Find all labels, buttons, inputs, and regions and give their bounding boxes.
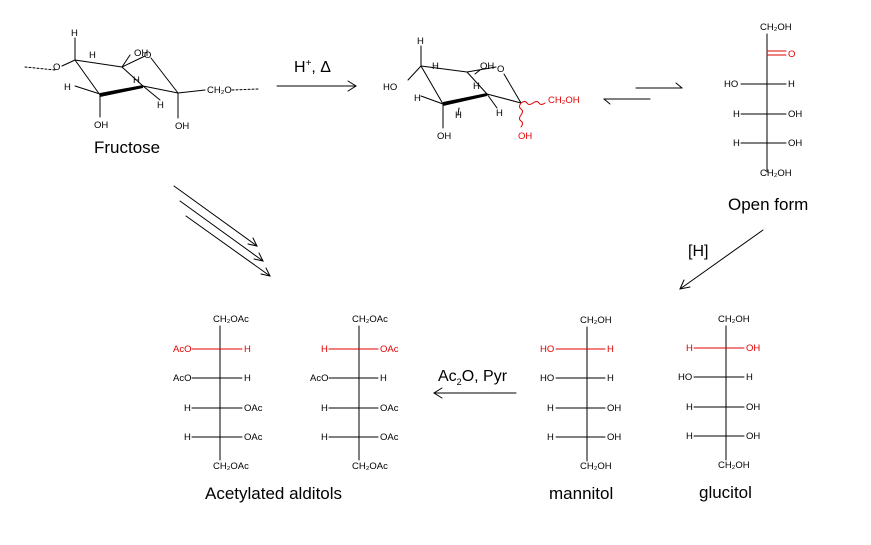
atom-h: H [133,75,140,86]
atom-ch2oac: CH₂OAc [352,461,388,472]
acetylated-alditols-label: Acetylated alditols [205,484,342,503]
reagent-acid-heat: H+, Δ [294,58,331,76]
atom-ch2oh-red: CH₂OH [548,95,580,106]
open-form-label: Open form [728,195,808,214]
atom-h-red: H [607,344,614,355]
atom-h: H [244,373,251,384]
atom-h: H [746,372,753,383]
atom-ch2oac: CH₂OAc [213,314,249,325]
fructose-structure: O H O H H OH OH H H OH CH₂O Fructose [24,28,259,157]
reaction-arrow-reduction: [H] [679,229,764,290]
atom-oh: OH [746,431,760,442]
reagent-acetylation: Ac2O, Pyr [438,368,508,387]
fructofuranose-structure: H HO O H OH H OH H H H CH₂OH OH [383,36,580,142]
reagent-reduction: [H] [688,243,708,260]
atom-oh: OH [437,131,451,142]
atom-h: H [788,79,795,90]
atom-h: H [417,36,424,47]
atom-h: H [184,432,191,443]
atom-ch2oac: CH₂OAc [352,314,388,325]
reaction-arrow-acid-heat: H+, Δ [276,58,357,92]
atom-oh: OH [134,48,148,59]
atom-oh-red: OH [518,131,532,142]
atom-ho: HO [678,372,692,383]
atom-oh: OH [175,121,189,132]
atom-h: H [380,373,387,384]
atom-carbonyl-o: O [788,49,795,60]
atom-oh: OH [94,120,108,131]
reaction-arrow-triple [173,185,271,277]
fructose-label: Fructose [94,138,160,157]
atom-oac-red: OAc [380,344,399,355]
atom-h: H [184,403,191,414]
atom-h: H [686,402,693,413]
atom-h: H [547,432,554,443]
atom-oh: OH [788,138,802,149]
atom-oh: OH [788,109,802,120]
atom-h: H [157,100,164,111]
atom-h: H [89,50,96,61]
atom-ch2o: CH₂O [207,85,232,96]
atom-oac: OAc [380,403,399,414]
atom-ch2oac: CH₂OAc [213,461,249,472]
atom-ch2oh: CH₂OH [718,314,750,325]
atom-h: H [414,93,421,104]
atom-h: H [64,82,71,93]
atom-h: H [547,403,554,414]
atom-aco: AcO [173,373,191,384]
atom-h: H [455,110,462,121]
atom-oh: OH [607,403,621,414]
atom-ch2oh: CH₂OH [580,461,612,472]
atom-ho: HO [540,373,554,384]
atom-ch2oh: CH₂OH [718,460,750,471]
atom-oh-red: OH [746,343,760,354]
mannitol-structure: CH₂OH HO H HO H H OH H OH CH₂OH mannitol [540,315,621,503]
atom-h-red: H [244,344,251,355]
atom-ho: HO [383,82,397,93]
acetylated-alditol-2: CH₂OAc H OAc AcO H H OAc H OAc CH₂OAc [310,314,399,472]
atom-h: H [733,138,740,149]
atom-ch2oh: CH₂OH [760,22,792,33]
atom-ho-red: HO [540,344,554,355]
atom-h-red: H [686,343,693,354]
atom-h: H [496,108,503,119]
atom-oac: OAc [244,432,263,443]
atom-oh: OH [746,402,760,413]
atom-o: O [144,50,151,61]
atom-oh: OH [480,61,494,72]
glucitol-structure: CH₂OH H OH HO H H OH H OH CH₂OH glucitol [678,314,760,502]
atom-h: H [473,81,480,92]
atom-aco: AcO [310,373,328,384]
atom-h: H [686,431,693,442]
atom-oac: OAc [244,403,263,414]
reaction-arrow-acetylation: Ac2O, Pyr [433,368,517,399]
atom-oh: OH [607,432,621,443]
atom-ch2oh: CH₂OH [580,315,612,326]
glucitol-label: glucitol [699,483,752,502]
atom-ch2oh: CH₂OH [760,168,792,179]
atom-ho: HO [724,79,738,90]
atom-h: H [321,403,328,414]
atom-oac: OAc [380,432,399,443]
atom-o: O [497,64,504,75]
equilibrium-arrows [603,82,683,105]
open-form-structure: CH₂OH O HO H H OH H OH CH₂OH Open form [724,22,808,214]
acetylated-alditol-1: CH₂OAc AcO H AcO H H OAc H OAc CH₂OAc [173,314,263,472]
atom-h: H [733,109,740,120]
atom-h: H [321,432,328,443]
atom-o: O [53,62,60,73]
atom-h: H [607,373,614,384]
atom-aco-red: AcO [173,344,191,355]
atom-h-red: H [321,344,328,355]
atom-h: H [71,28,78,39]
mannitol-label: mannitol [549,484,613,503]
atom-h: H [432,61,439,72]
